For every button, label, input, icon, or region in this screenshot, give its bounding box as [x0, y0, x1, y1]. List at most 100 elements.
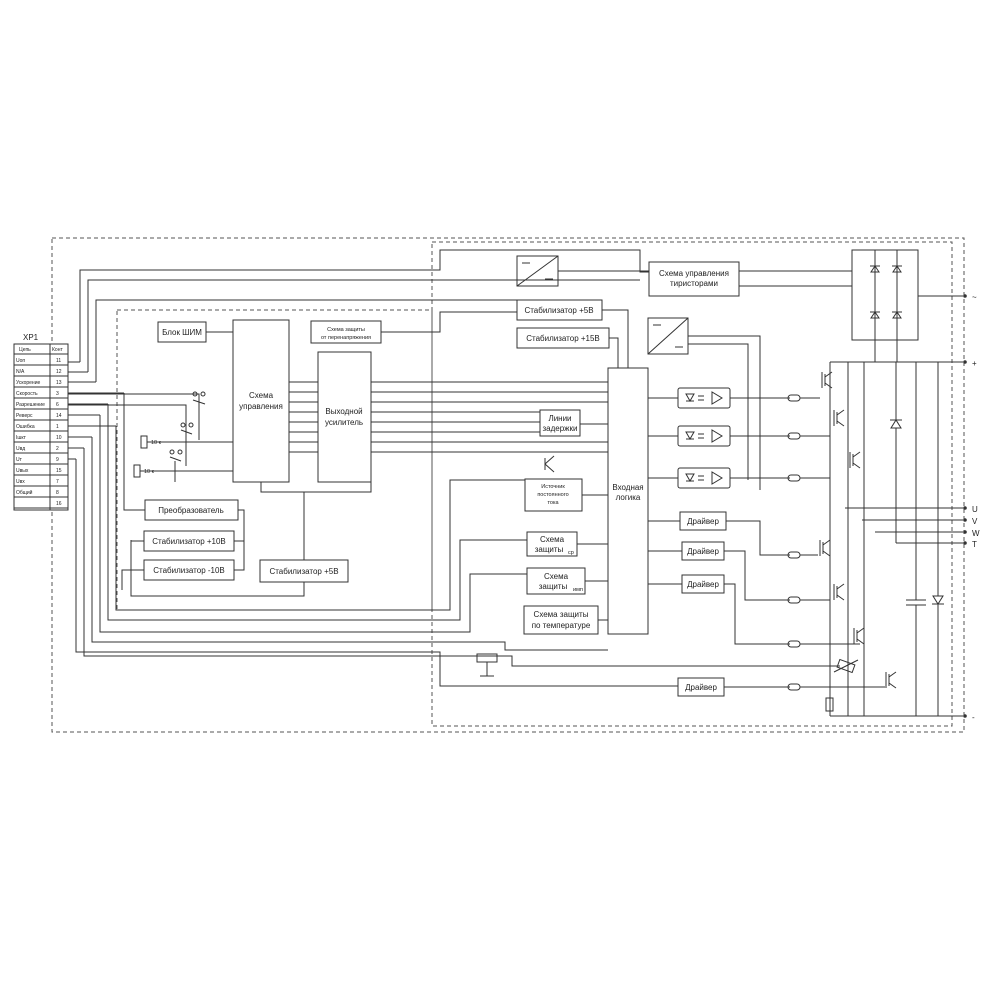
- connector-signal-label: Общий: [16, 489, 33, 496]
- terminal-v: V: [972, 517, 978, 526]
- igbt-transistor: [849, 451, 861, 469]
- svg-text:Схема: Схема: [544, 572, 569, 581]
- svg-text:задержки: задержки: [542, 424, 577, 433]
- connector-pin-number: 2: [56, 446, 59, 452]
- svg-text:Драйвер: Драйвер: [687, 547, 719, 556]
- terminal-u: U: [972, 505, 978, 514]
- dc-link-capacitor: [906, 362, 926, 716]
- output-amplifier-block: Выходной усилитель: [317, 351, 372, 483]
- svg-text:Стабилизатор +15В: Стабилизатор +15В: [526, 334, 600, 343]
- control-circuit-block: Схема управления: [232, 319, 290, 483]
- svg-text:10 к: 10 к: [144, 469, 155, 475]
- connector-pin-number: 11: [56, 358, 61, 364]
- svg-text:тиристорами: тиристорами: [670, 279, 718, 288]
- svg-text:логика: логика: [616, 493, 641, 502]
- connector-pin-number: 16: [56, 501, 62, 507]
- terminal-t: T: [972, 540, 977, 549]
- thyristor-bridge: [851, 249, 919, 341]
- delay-lines-block: Линии задержки: [539, 409, 581, 437]
- svg-text:Преобразователь: Преобразователь: [158, 506, 224, 515]
- converter-block: Преобразователь: [144, 499, 239, 521]
- connector-pin-number: 3: [56, 391, 59, 397]
- connector-pin-number: 7: [56, 479, 59, 485]
- wiring: [68, 249, 963, 717]
- input-logic-block: Входная логика: [607, 367, 649, 635]
- svg-text:Стабилизатор +5В: Стабилизатор +5В: [524, 306, 593, 315]
- connector-pin-number: 14: [56, 413, 62, 419]
- svg-text:Линии: Линии: [548, 414, 571, 423]
- igbt-transistor: [885, 671, 897, 689]
- svg-text:Схема: Схема: [540, 535, 565, 544]
- stabilizer-plus5-left-block: Стабилизатор +5В: [259, 559, 349, 583]
- connector-signal-label: Uвых: [16, 468, 29, 474]
- connector-pin-number: 6: [56, 402, 59, 408]
- igbt-transistor: [853, 627, 865, 645]
- connector-pin-number: 15: [56, 468, 62, 474]
- svg-text:Стабилизатор +10В: Стабилизатор +10В: [152, 537, 226, 546]
- stabilizer-minus10-block: Стабилизатор -10В: [143, 559, 235, 581]
- brake-diode: [890, 419, 902, 429]
- connector-pin-number: 10: [56, 435, 62, 441]
- power-terminals: ~ + U V W T -: [963, 293, 980, 722]
- ntc-thermistor: [833, 658, 859, 674]
- svg-text:Драйвер: Драйвер: [687, 517, 719, 526]
- current-source-transistor: [544, 455, 555, 473]
- connector-header-pin: Конт: [52, 347, 63, 353]
- connector-signal-label: Ошибка: [16, 424, 35, 430]
- connector-pin-number: 9: [56, 457, 59, 463]
- connector-signal-label: Uт: [16, 457, 23, 463]
- connector-pin-number: 1: [56, 424, 59, 430]
- storage-capacitor: [476, 653, 498, 677]
- svg-text:ср: ср: [568, 550, 574, 556]
- svg-text:Драйвер: Драйвер: [687, 580, 719, 589]
- connector-signal-label: N/A: [16, 369, 25, 375]
- avg-protection-block: Схема защиты ср: [526, 531, 578, 557]
- svg-text:Драйвер: Драйвер: [685, 683, 717, 692]
- svg-text:Схема защиты: Схема защиты: [534, 610, 589, 619]
- connector-signal-label: Iшкт: [16, 435, 27, 441]
- connector-signal-label: Ускорение: [16, 380, 40, 386]
- igbt-transistor: [819, 539, 831, 557]
- terminal-ac: ~: [972, 293, 977, 302]
- svg-text:Входная: Входная: [612, 483, 643, 492]
- svg-text:Блок ШИМ: Блок ШИМ: [162, 328, 202, 337]
- connector-signal-label: Скорость: [16, 391, 38, 397]
- pulse-protection-block: Схема защиты имп: [526, 567, 586, 595]
- thyristor-control-block: Схема управления тиристорами: [648, 261, 740, 297]
- current-source-block: Источник постоянного тока: [524, 478, 583, 512]
- svg-text:защиты: защиты: [539, 582, 568, 591]
- connector-signal-label: Uоп: [16, 358, 25, 364]
- connector-signal-label: Разрешение: [16, 402, 45, 408]
- svg-text:Выходной: Выходной: [325, 407, 362, 416]
- ac-dc-converter-top: [516, 255, 559, 287]
- driver-block-4: Драйвер: [677, 677, 725, 697]
- connector-signal-label: Uвд: [16, 446, 25, 452]
- svg-text:защиты: защиты: [535, 545, 564, 554]
- terminal-plus: +: [972, 359, 977, 368]
- connector-title: XP1: [23, 333, 39, 342]
- svg-text:имп: имп: [573, 587, 583, 593]
- connector-pin-number: 13: [56, 380, 62, 386]
- connector-header-signal: Цепь: [19, 347, 31, 353]
- igbt-transistor: [833, 409, 845, 427]
- optocouplers: [677, 387, 731, 489]
- terminal-minus: -: [972, 713, 975, 722]
- svg-text:Источник: Источник: [541, 484, 565, 490]
- pwm-block: Блок ШИМ: [157, 321, 207, 343]
- svg-text:постоянного: постоянного: [537, 492, 568, 498]
- svg-text:Стабилизатор -10В: Стабилизатор -10В: [153, 566, 225, 575]
- temperature-protection-block: Схема защиты по температуре: [523, 605, 599, 635]
- svg-text:управления: управления: [239, 402, 283, 411]
- svg-text:Схема защиты: Схема защиты: [327, 327, 365, 333]
- dc-dc-converter-middle: [647, 317, 689, 355]
- driver-block-1: Драйвер: [679, 511, 727, 531]
- svg-text:Схема управления: Схема управления: [659, 269, 729, 278]
- optocoupler: [677, 425, 731, 447]
- gate-resistors: [787, 394, 801, 691]
- driver-block-3: Драйвер: [681, 574, 725, 594]
- optocoupler: [677, 467, 731, 489]
- svg-text:Стабилизатор +5В: Стабилизатор +5В: [269, 567, 338, 576]
- power-board-outline: [431, 241, 953, 727]
